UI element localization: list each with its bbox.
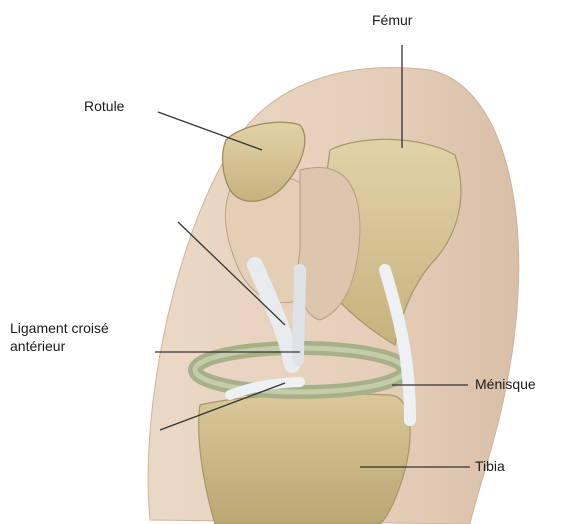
label-ligament-line1: Ligament croisé — [10, 320, 109, 337]
posterior-cruciate-ligament — [298, 270, 300, 360]
label-menisque: Ménisque — [475, 376, 536, 393]
label-ligament-line2: antérieur — [10, 338, 65, 355]
label-femur: Fémur — [372, 12, 412, 29]
label-rotule: Rotule — [84, 98, 124, 115]
label-tibia: Tibia — [475, 458, 505, 475]
tibia-bone — [199, 394, 410, 524]
